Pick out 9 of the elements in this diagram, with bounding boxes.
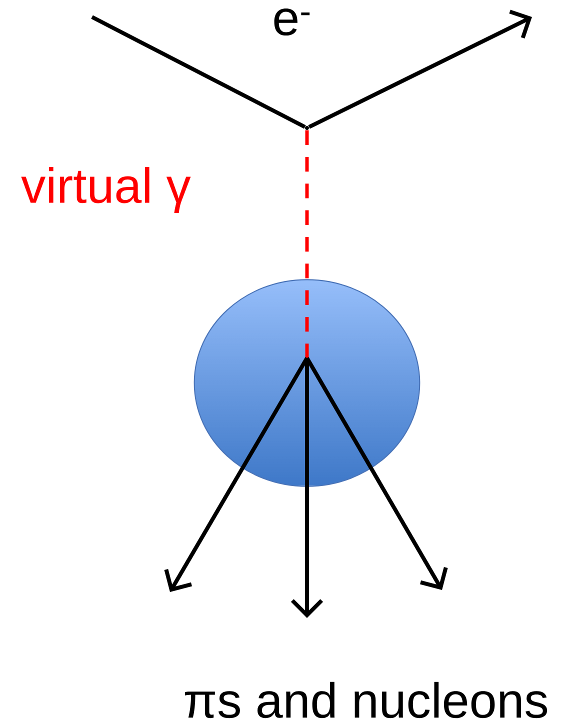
edge-label: virtual γ (20, 166, 192, 214)
line (91, 15, 306, 129)
particle-label: πs and nucleons (184, 682, 548, 718)
blob-circle (194, 279, 420, 487)
particle-label: e$^{-}$ (274, 8, 310, 36)
photon-line (305, 130, 309, 358)
arrow (308, 10, 532, 129)
arrow (305, 357, 448, 590)
arrow (164, 357, 309, 592)
